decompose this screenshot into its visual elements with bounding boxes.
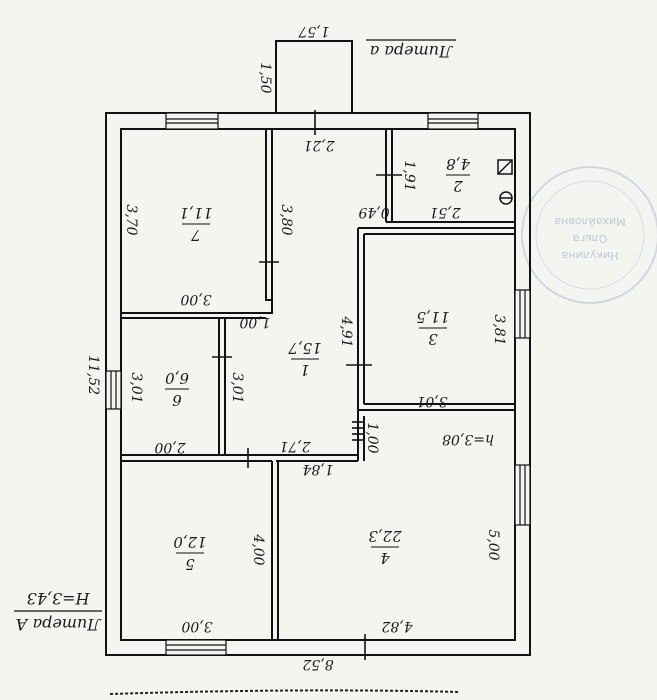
room-3-label: 3 11,5 (416, 308, 449, 348)
title-litera-a-main: Литера А (15, 615, 101, 634)
svg-text:3,01: 3,01 (416, 393, 447, 409)
window-left (105, 370, 122, 410)
boiler-icon (497, 159, 513, 175)
interior-walls (121, 129, 515, 640)
window-bottom-left (165, 639, 227, 656)
title-litera-a-small: Литера а (370, 42, 454, 61)
svg-text:4: 4 (380, 549, 391, 567)
svg-text:3,00: 3,00 (181, 618, 212, 634)
svg-text:3,00: 3,00 (180, 291, 211, 307)
svg-text:11,1: 11,1 (179, 204, 212, 222)
svg-text:7: 7 (191, 226, 201, 244)
svg-text:6,0: 6,0 (165, 369, 189, 387)
stamp-line-3: Михайловна (554, 215, 625, 228)
svg-text:3,01: 3,01 (128, 372, 144, 403)
svg-text:3: 3 (428, 330, 438, 348)
window-right-lower (514, 464, 531, 526)
svg-text:4,91: 4,91 (338, 315, 354, 347)
svg-text:3,01: 3,01 (229, 372, 245, 403)
svg-text:1,91: 1,91 (401, 160, 417, 191)
stamp-line-1: Никулина (562, 249, 619, 262)
svg-text:11,5: 11,5 (416, 308, 449, 326)
porch (275, 40, 353, 114)
svg-text:1,50: 1,50 (257, 62, 273, 93)
room-2-label: 2 4,8 (446, 155, 471, 195)
svg-text:1,00: 1,00 (239, 314, 270, 330)
room-4-label: 4 22,3 (368, 527, 402, 567)
svg-text:4,00: 4,00 (250, 533, 266, 565)
stamp-line-2: Ольга (573, 232, 608, 245)
svg-text:4,8: 4,8 (446, 155, 471, 173)
height-room-4: h=3,08 (442, 431, 494, 447)
windows (105, 112, 531, 656)
window-right-upper (514, 289, 531, 339)
window-top-right (427, 112, 479, 130)
gas-meter-icon (499, 191, 513, 205)
svg-text:0,49: 0,49 (358, 204, 389, 220)
tick-marks (212, 110, 402, 660)
svg-text:11,52: 11,52 (85, 355, 101, 395)
svg-text:12,0: 12,0 (173, 533, 207, 551)
svg-text:3,70: 3,70 (123, 204, 139, 235)
svg-text:15,7: 15,7 (288, 339, 322, 357)
room-1-label: 1 15,7 (288, 339, 322, 379)
bottom-partial-line (109, 689, 461, 695)
svg-text:2,51: 2,51 (429, 204, 461, 220)
svg-text:1: 1 (300, 361, 310, 379)
svg-text:22,3: 22,3 (368, 527, 402, 545)
height-main: H=3,43 (27, 589, 91, 608)
svg-text:1,57: 1,57 (298, 23, 329, 39)
room-6-label: 6 6,0 (165, 369, 189, 409)
svg-text:2,00: 2,00 (154, 439, 186, 455)
dimension-labels: 1,57 2,21 2,51 0,49 3,00 1,00 3,01 2,00 … (85, 23, 507, 672)
svg-text:1,00: 1,00 (364, 422, 380, 453)
svg-text:5: 5 (185, 555, 195, 573)
window-top-left (165, 112, 219, 130)
svg-text:2,71: 2,71 (279, 438, 311, 454)
svg-text:5,00: 5,00 (485, 529, 501, 560)
room-7-label: 7 11,1 (179, 204, 212, 244)
svg-text:3,81: 3,81 (491, 314, 507, 345)
svg-text:1,84: 1,84 (302, 461, 333, 477)
svg-text:3,80: 3,80 (278, 204, 294, 235)
svg-text:2: 2 (453, 177, 464, 195)
svg-text:2,21: 2,21 (303, 137, 335, 153)
svg-text:4,82: 4,82 (381, 618, 413, 634)
svg-text:6: 6 (172, 391, 182, 409)
room-5-label: 5 12,0 (173, 533, 207, 573)
svg-text:8,52: 8,52 (302, 656, 333, 672)
seal-stamp: Никулина Ольга Михайловна (521, 166, 657, 304)
